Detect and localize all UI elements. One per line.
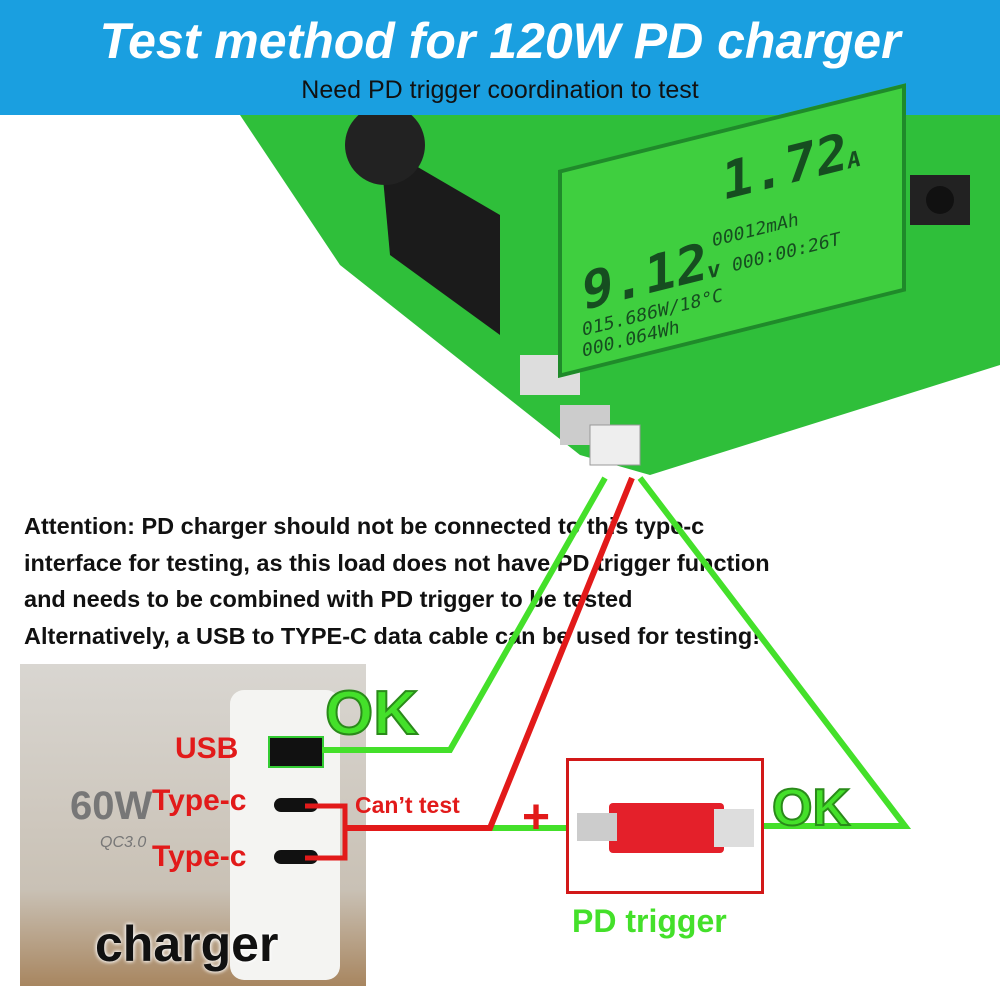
plus-sign: +	[522, 791, 551, 844]
attention-line: Alternatively, a USB to TYPE-C data cabl…	[24, 622, 761, 649]
attention-line: interface for testing, as this load does…	[24, 549, 770, 576]
typec-label-2: Type-c	[152, 840, 247, 873]
pd-trigger-board	[609, 803, 724, 853]
usb-port	[268, 736, 324, 768]
typec-label-1: Type-c	[152, 784, 247, 817]
ok-connection-line-right	[637, 476, 912, 829]
pd-trigger-photo	[566, 758, 764, 894]
attention-line: Attention: PD charger should not be conn…	[24, 513, 705, 539]
page-subtitle: Need PD trigger coordination to test	[301, 76, 699, 104]
cant-test-label: Can’t test	[355, 792, 460, 818]
ok-connection-line-left	[322, 476, 608, 753]
charger-qc: QC3.0	[100, 834, 147, 851]
usb-output	[714, 809, 754, 847]
ok-label-right: OK	[771, 778, 851, 838]
charger-label: charger	[95, 916, 279, 972]
typec-bracket	[305, 803, 348, 861]
pd-trigger-label: PD trigger	[572, 903, 727, 939]
charger-face	[230, 690, 340, 980]
usb-label: USB	[175, 732, 239, 765]
ok-label-left: OK	[324, 678, 419, 749]
header-banner: Test method for 120W PD charger Need PD …	[0, 0, 1000, 115]
cant-test-line	[345, 476, 635, 831]
typec-plug	[577, 813, 617, 841]
charger-wattage: 60W	[70, 784, 153, 828]
attention-text: Attention: PD charger should not be conn…	[24, 508, 994, 654]
page-title: Test method for 120W PD charger	[99, 13, 901, 69]
